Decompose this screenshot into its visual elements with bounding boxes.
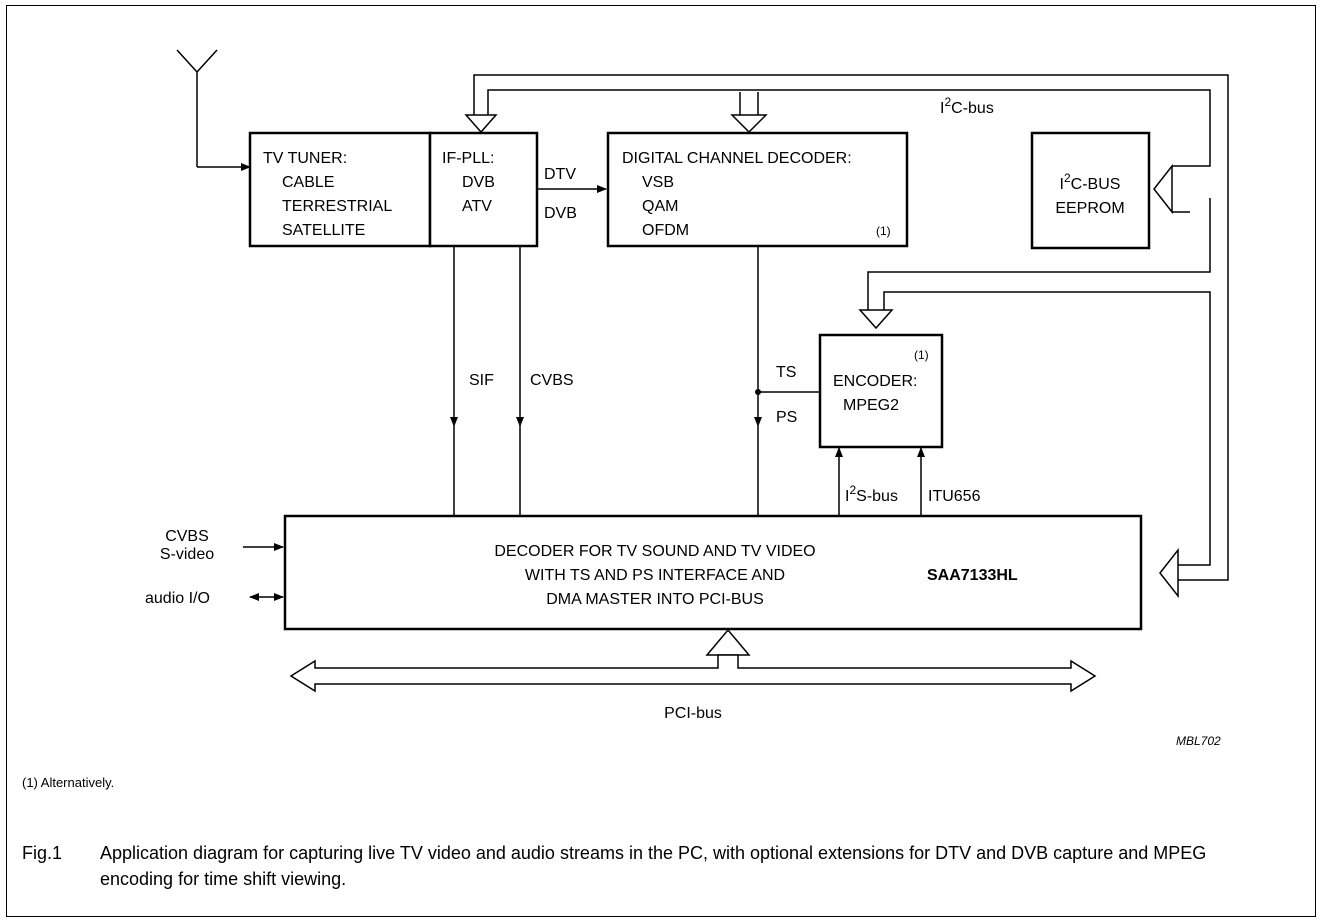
ifpll-title: IF-PLL:	[442, 150, 494, 167]
channel-decoder-item-vsb: VSB	[642, 174, 674, 191]
signal-sif: SIF	[469, 372, 494, 389]
tuner-item-terrestrial: TERRESTRIAL	[282, 198, 392, 215]
i2c-arrowheads	[464, 114, 1179, 656]
main-decoder-line2: WITH TS AND PS INTERFACE AND	[525, 567, 785, 584]
main-decoder-line3: DMA MASTER INTO PCI-BUS	[546, 591, 764, 608]
figure-id: MBL702	[1176, 734, 1221, 748]
tv-tuner-block	[248, 131, 432, 248]
encoder-title: ENCODER:	[833, 373, 917, 390]
signal-itu656: ITU656	[928, 488, 981, 505]
main-decoder-block	[283, 514, 1143, 631]
ifpll-item-atv: ATV	[462, 198, 492, 215]
channel-decoder-note: (1)	[876, 224, 891, 238]
digital-channel-decoder-block	[606, 131, 909, 248]
signal-pci-bus: PCI-bus	[664, 705, 722, 722]
signal-i2s-bus: I2S-bus	[845, 483, 898, 505]
figure-frame	[6, 5, 1316, 917]
signal-input-svideo: S-video	[160, 546, 214, 563]
tuner-item-cable: CABLE	[282, 174, 334, 191]
signal-i2c-bus: I2C-bus	[940, 95, 994, 117]
encoder-block	[818, 333, 944, 449]
i2c-bus-lines	[473, 74, 1229, 581]
signal-cvbs: CVBS	[530, 372, 574, 389]
i2c-eeprom-block	[1030, 131, 1151, 250]
chip-name: SAA7133HL	[927, 567, 1018, 584]
signal-dtv: DTV	[544, 166, 576, 183]
main-decoder-line1: DECODER FOR TV SOUND AND TV VIDEO	[494, 543, 815, 560]
signal-audio-io: audio I/O	[145, 590, 210, 607]
signal-ps: PS	[776, 409, 797, 426]
pci-bus-arrow	[289, 654, 1097, 693]
ts-ps-junction	[755, 389, 761, 395]
caption-number: Fig.1	[22, 843, 63, 863]
channel-decoder-title: DIGITAL CHANNEL DECODER:	[622, 150, 852, 167]
caption-text: Application diagram for capturing live T…	[100, 843, 1207, 889]
channel-decoder-item-ofdm: OFDM	[642, 222, 689, 239]
signal-ts: TS	[776, 364, 796, 381]
antenna-icon	[176, 49, 251, 171]
tuner-item-satellite: SATELLITE	[282, 222, 365, 239]
encoder-item: MPEG2	[843, 397, 899, 414]
signal-input-cvbs: CVBS	[165, 528, 209, 545]
tuner-title: TV TUNER:	[263, 150, 347, 167]
eeprom-line1: I2C-BUS	[1060, 171, 1121, 193]
eeprom-line2: EEPROM	[1055, 200, 1124, 217]
encoder-note: (1)	[914, 348, 929, 362]
channel-decoder-item-qam: QAM	[642, 198, 678, 215]
footnote: (1) Alternatively.	[22, 775, 115, 790]
figure-caption: Fig.1 Application diagram for capturing …	[22, 840, 1262, 892]
ifpll-item-dvb: DVB	[462, 174, 495, 191]
signal-dvb: DVB	[544, 205, 577, 222]
